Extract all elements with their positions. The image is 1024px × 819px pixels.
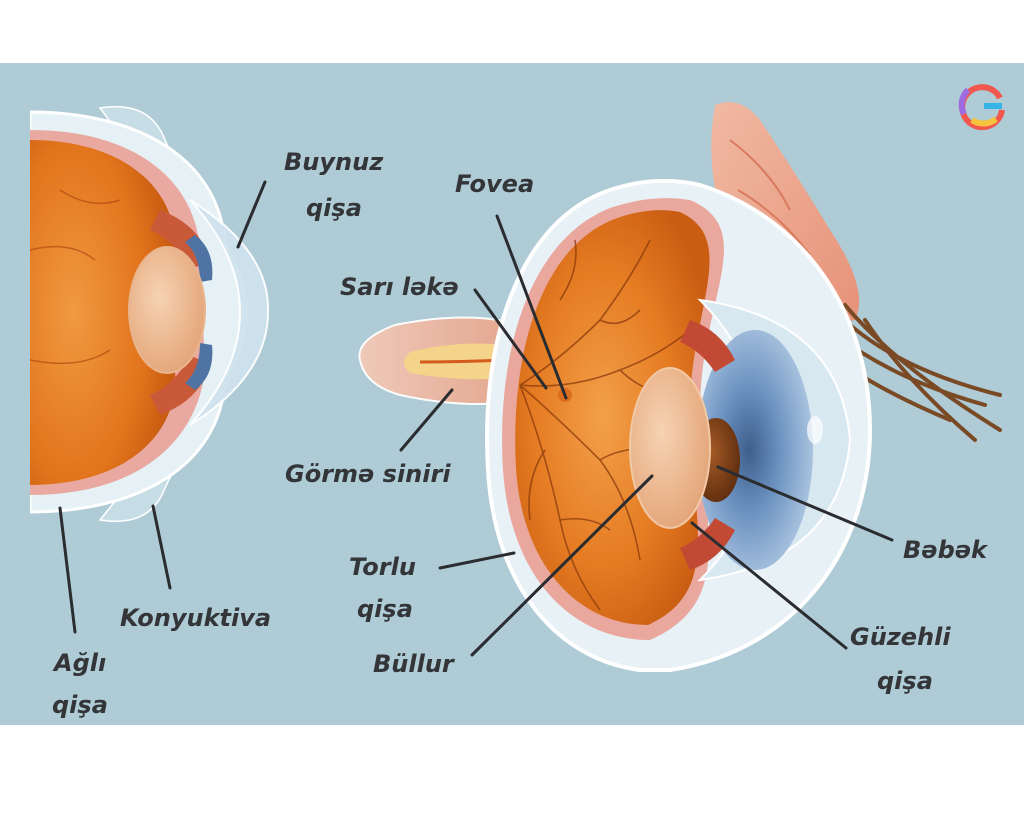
- leader-agli: [58, 506, 77, 634]
- leader-guzehli: [690, 521, 848, 650]
- right-retinal-vessels: [519, 239, 691, 611]
- leader-torlu: [438, 551, 516, 570]
- ciliary-body-lower: [680, 518, 735, 570]
- label-gorme-siniri: Görmə siniri: [285, 460, 451, 488]
- label-torlu-qisa-line2: qişa: [357, 595, 413, 623]
- label-konyuktiva: Konyuktiva: [120, 604, 271, 632]
- label-guzehli-qisa-line2: qişa: [877, 667, 933, 695]
- label-torlu-qisa-line1: Torlu: [349, 553, 416, 581]
- left-cornea: [189, 199, 270, 426]
- leader-sari-leke: [473, 288, 548, 390]
- leader-gorme-siniri: [399, 388, 454, 452]
- right-iris: [697, 330, 813, 570]
- label-sari-leke: Sarı ləkə: [340, 273, 459, 301]
- left-eye-cross-section: [30, 105, 270, 523]
- leader-lines: [58, 180, 894, 657]
- leader-bebek: [716, 465, 894, 542]
- label-buynuz-qisa-line2: qişa: [306, 194, 362, 222]
- label-guzehli-qisa-line1: Güzehli: [850, 623, 951, 651]
- leader-buynuz: [236, 180, 267, 249]
- label-bebek: Bəbək: [903, 536, 989, 564]
- leader-konyuktiva: [151, 504, 172, 590]
- cornea-highlight: [807, 416, 823, 444]
- label-fovea: Fovea: [455, 170, 534, 198]
- labels: Buynuz qişa Fovea Sarı ləkə Görmə siniri…: [52, 148, 989, 719]
- ciliary-body-upper: [680, 320, 735, 372]
- label-agli-qisa-line2: qişa: [52, 691, 108, 719]
- g-logo-icon: [958, 84, 1005, 131]
- right-lens: [629, 367, 711, 529]
- left-retinal-vessels: [30, 189, 121, 365]
- left-iris-upper: [185, 235, 213, 282]
- right-eye-cross-section: [358, 102, 1002, 672]
- left-iris-lower: [185, 343, 213, 390]
- label-agli-qisa-line1: Ağlı: [52, 649, 106, 677]
- left-lens: [128, 246, 206, 374]
- leader-bullur: [470, 474, 654, 657]
- leader-fovea: [495, 214, 568, 400]
- label-buynuz-qisa-line1: Buynuz: [284, 148, 384, 176]
- left-retina: [30, 140, 176, 485]
- label-bullur: Büllur: [373, 650, 456, 678]
